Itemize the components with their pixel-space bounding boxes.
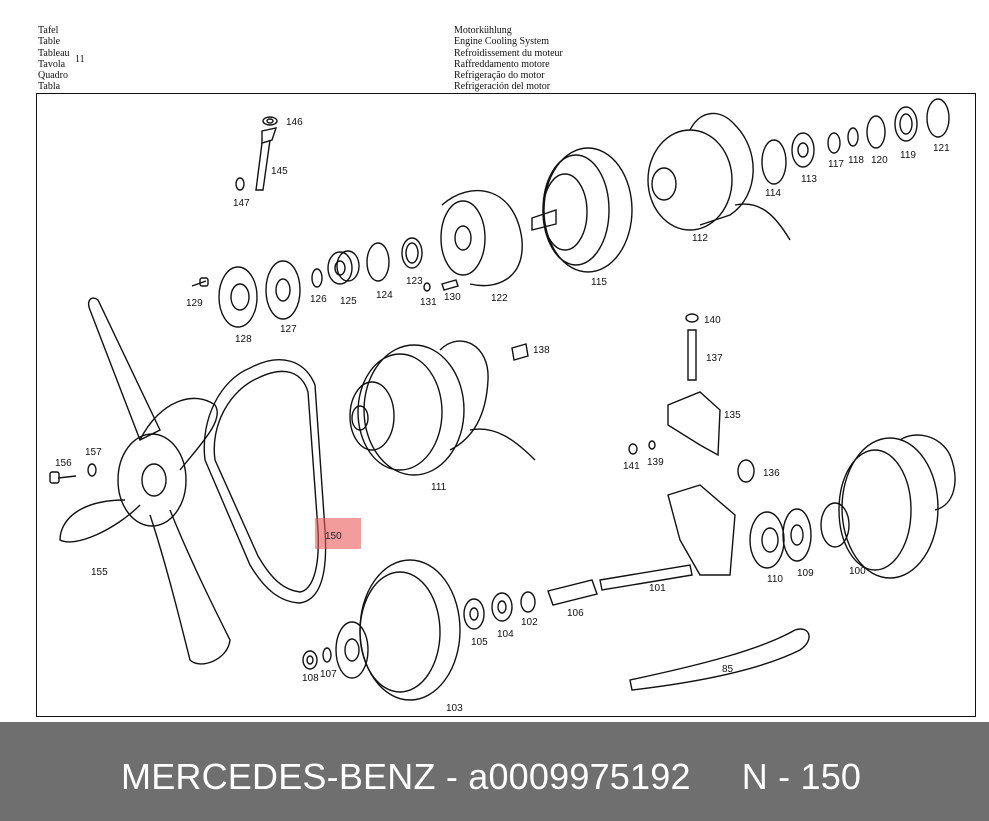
part-label-124: 124 [376,290,393,301]
header-line: Tafel [38,25,59,36]
part-label-102: 102 [521,617,538,628]
part-label-147: 147 [233,198,250,209]
part-label-122: 122 [491,293,508,304]
part-label-123: 123 [406,276,423,287]
part-label-85: 85 [722,664,734,675]
part-label-126: 126 [310,294,327,305]
header-title-right: Motorkühlung Engine Cooling System Refro… [454,25,563,93]
part-label-108: 108 [302,673,319,684]
part-label-139: 139 [647,457,664,468]
part-label-112: 112 [692,233,708,244]
highlighted-part-label[interactable]: 150 [325,531,342,542]
footer-bar [0,722,989,821]
part-label-145: 145 [271,166,288,177]
header-line: Tavola [38,58,66,70]
part-label-113: 113 [801,174,817,185]
header-line: Table [38,36,61,48]
part-label-109: 109 [797,568,814,579]
header-title-line: Raffreddamento motore [454,58,550,70]
part-label-120: 120 [871,155,888,166]
part-label-104: 104 [497,629,514,640]
part-label-106: 106 [567,608,584,619]
part-label-127: 127 [280,324,297,335]
part-label-117: 117 [828,159,844,170]
part-label-129: 129 [186,298,203,309]
brand-name: MERCEDES-BENZ [121,756,436,797]
part-label-128: 128 [235,334,252,345]
part-label-110: 110 [767,574,783,585]
highlighted-part-marker[interactable] [315,518,361,549]
header-title-line: Refrigeração do motor [454,70,545,82]
part-label-141: 141 [623,461,640,472]
header-title-line: Refroidissement du moteur [454,47,563,59]
header-line: Tableau [38,47,70,59]
part-label-155: 155 [91,567,108,578]
header-title-line: Refrigeración del motor [454,81,551,93]
part-label-130: 130 [444,292,461,303]
part-label-101: 101 [649,583,666,594]
part-label-114: 114 [765,188,781,199]
part-labels: 146 145 147 129 128 127 126 125 124 123 131 130 122 1… [55,117,950,714]
part-label-140: 140 [704,315,721,326]
part-label-136: 136 [763,468,780,479]
part-label-118: 118 [848,155,864,166]
part-label-137: 137 [706,353,723,364]
header-title-line: Motorkühlung [454,25,512,36]
part-label-125: 125 [340,296,357,307]
part-number: a0009975192 [468,756,691,797]
part-label-107: 107 [320,669,337,680]
part-label-119: 119 [900,150,916,161]
footer-separator: - [435,756,469,797]
part-label-135: 135 [724,410,741,421]
header-line: Tabla [38,81,61,93]
part-label-115: 115 [591,277,607,288]
part-label-157: 157 [85,447,102,458]
header-languages-left: Tafel Table Tableau Tavola Quadro Tabla [38,25,70,93]
part-label-111: 111 [431,482,447,493]
part-label-156: 156 [55,458,72,469]
table-number: 11 [75,54,85,65]
footer-gap [691,756,742,797]
diagram-frame [36,93,976,717]
exploded-parts-diagram: 146 145 147 129 128 127 126 125 124 123 131 130 122 1… [49,98,956,714]
footer-part-info: MERCEDES-BENZ - a0009975192 N - 150 [121,756,861,798]
part-label-131: 131 [420,297,437,308]
part-label-146: 146 [286,117,303,128]
part-label-105: 105 [471,637,488,648]
part-label-100: 100 [849,566,866,577]
part-label-121: 121 [933,143,950,154]
header-line: Quadro [38,70,68,82]
part-label-103: 103 [446,703,463,714]
part-label-138: 138 [533,345,550,356]
header-title-line: Engine Cooling System [454,36,549,48]
position-label: N - 150 [741,756,862,797]
